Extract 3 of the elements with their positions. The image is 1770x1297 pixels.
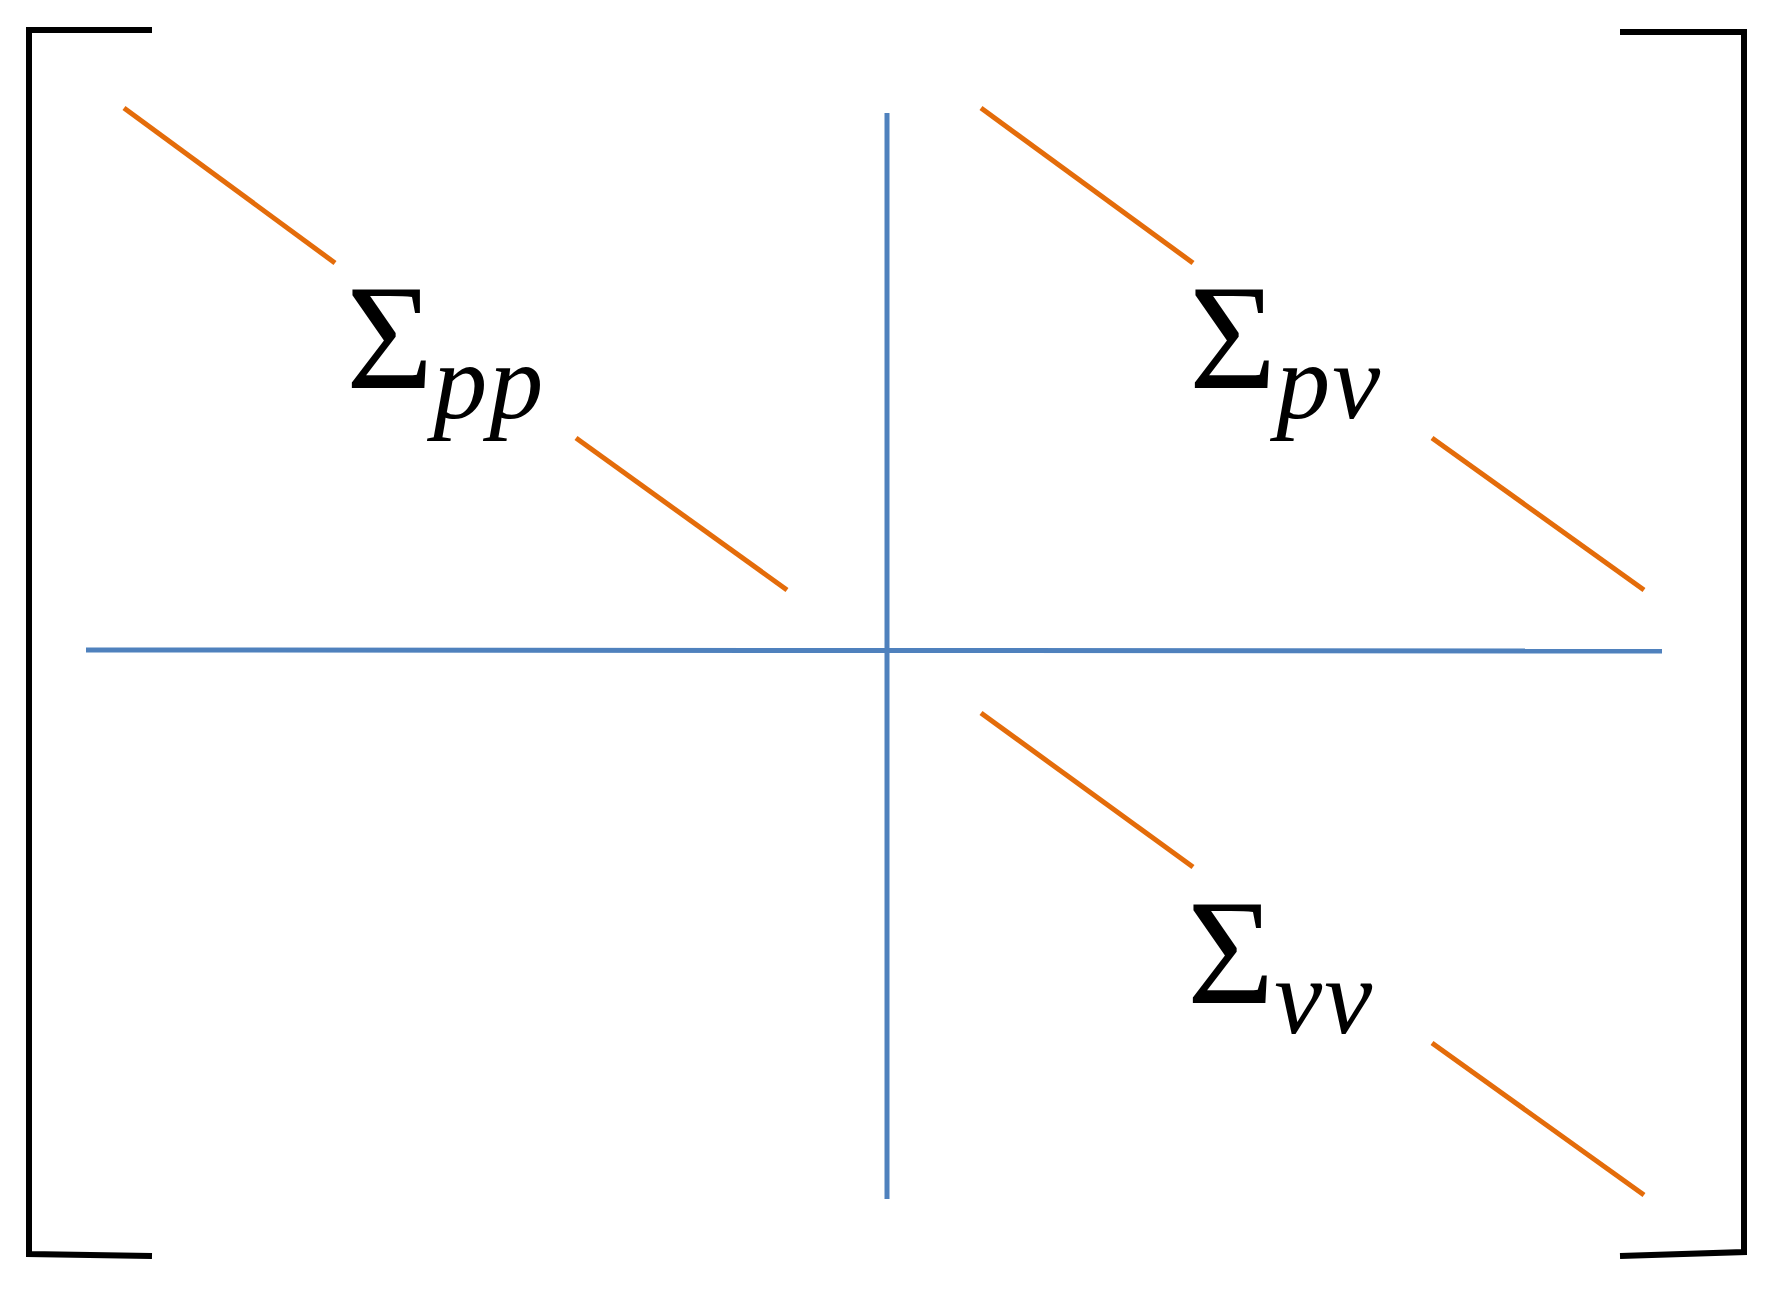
block-label: Σ$_{vv}$ [1187, 868, 1376, 1058]
block-label: Σ$_{pv}$ [1189, 253, 1384, 443]
block-label: Σ$_{pp}$ [346, 253, 547, 443]
